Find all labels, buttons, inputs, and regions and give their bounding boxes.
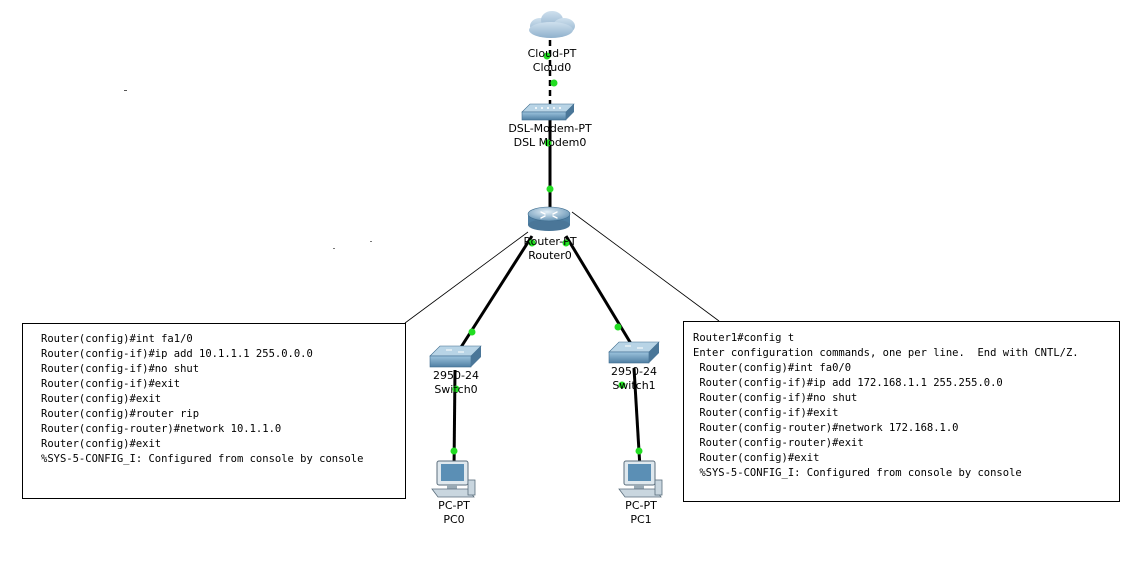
router-name-label: Router0 (528, 249, 572, 262)
switch0-name-label: Switch0 (434, 383, 478, 396)
link-light-cloud (543, 52, 551, 60)
switch1-type-label: 2950-24 (611, 365, 657, 378)
speck (124, 90, 127, 91)
cloud-name-label: Cloud0 (532, 61, 572, 74)
cloud-icon[interactable] (529, 11, 575, 38)
link-light-switch0-bottom (452, 385, 460, 393)
config-line: %SYS-5-CONFIG_I: Configured from console… (693, 467, 1022, 479)
note-connector-left (404, 231, 529, 324)
pc0-icon[interactable] (431, 460, 476, 498)
config-line: Router(config)#int fa0/0 (693, 362, 852, 374)
switch0-type-label: 2950-24 (433, 369, 479, 382)
config-line: Router(config-if)#no shut (41, 363, 200, 375)
link-light-switch0-top (468, 328, 476, 336)
config-line: Router(config)#exit (41, 438, 162, 450)
link-light-switch1-top (614, 323, 622, 331)
config-line: Router(config-router)#network 10.1.1.0 (41, 423, 282, 435)
switch1-label: 2950-24 Switch1 (611, 365, 657, 393)
config-line: Router(config-if)#no shut (693, 392, 858, 404)
modem-type-label: DSL-Modem-PT (508, 122, 592, 135)
note-connector-right (571, 211, 720, 322)
cloud-label: Cloud-PT Cloud0 (528, 47, 577, 75)
config-line: Router(config-if)#ip add 172.168.1.1 255… (693, 377, 1003, 389)
link-light-switch1-bottom (618, 381, 626, 389)
pc1-name-label: PC1 (630, 513, 652, 526)
config-line: Router(config-router)#exit (693, 437, 864, 449)
config-line: Router(config)#router rip (41, 408, 200, 420)
speck (370, 241, 372, 242)
config-line: Router(config-if)#exit (693, 407, 839, 419)
pc0-label: PC-PT PC0 (438, 499, 470, 527)
switch0-icon[interactable] (429, 345, 482, 368)
link-light-router-top (546, 185, 554, 193)
router-type-label: Router-PT (523, 235, 577, 248)
pc1-type-label: PC-PT (625, 499, 657, 512)
switch1-icon[interactable] (608, 341, 660, 364)
modem-label: DSL-Modem-PT DSL Modem0 (508, 122, 591, 150)
router-icon[interactable] (527, 206, 571, 231)
link-light-modem-top (550, 79, 558, 87)
config-line: Router(config)#exit (41, 393, 162, 405)
dsl-modem-icon[interactable] (521, 103, 575, 121)
config-line: %SYS-5-CONFIG_I: Configured from console… (41, 453, 364, 465)
link-light-pc0 (450, 447, 458, 455)
config-line: Router(config-if)#ip add 10.1.1.1 255.0.… (41, 348, 313, 360)
config-note-right[interactable]: Router1#config t Enter configuration comm… (683, 321, 1120, 502)
config-line: Router(config)#int fa1/0 (41, 333, 193, 345)
switch0-label: 2950-24 Switch0 (433, 369, 479, 397)
cloud-type-label: Cloud-PT (527, 47, 577, 60)
switch1-name-label: Switch1 (612, 379, 656, 392)
link-light-router-right (562, 239, 570, 247)
link-light-pc1 (635, 447, 643, 455)
link-router-switch1[interactable] (564, 235, 638, 353)
modem-name-label: DSL Modem0 (513, 136, 587, 149)
config-line: Router(config-router)#network 172.168.1.… (693, 422, 959, 434)
router-label: Router-PT Router0 (523, 235, 576, 263)
pc1-icon[interactable] (618, 460, 663, 498)
link-router-switch0[interactable] (454, 235, 534, 356)
pc1-label: PC-PT PC1 (625, 499, 657, 527)
link-light-modem-bottom (544, 139, 552, 147)
speck (333, 248, 335, 249)
config-line: Enter configuration commands, one per li… (693, 347, 1079, 359)
config-line: Router1#config t (693, 332, 795, 344)
config-line: Router(config-if)#exit (41, 378, 181, 390)
link-light-router-left (528, 239, 536, 247)
pc0-type-label: PC-PT (438, 499, 470, 512)
pc0-name-label: PC0 (443, 513, 465, 526)
config-line: Router(config)#exit (693, 452, 820, 464)
